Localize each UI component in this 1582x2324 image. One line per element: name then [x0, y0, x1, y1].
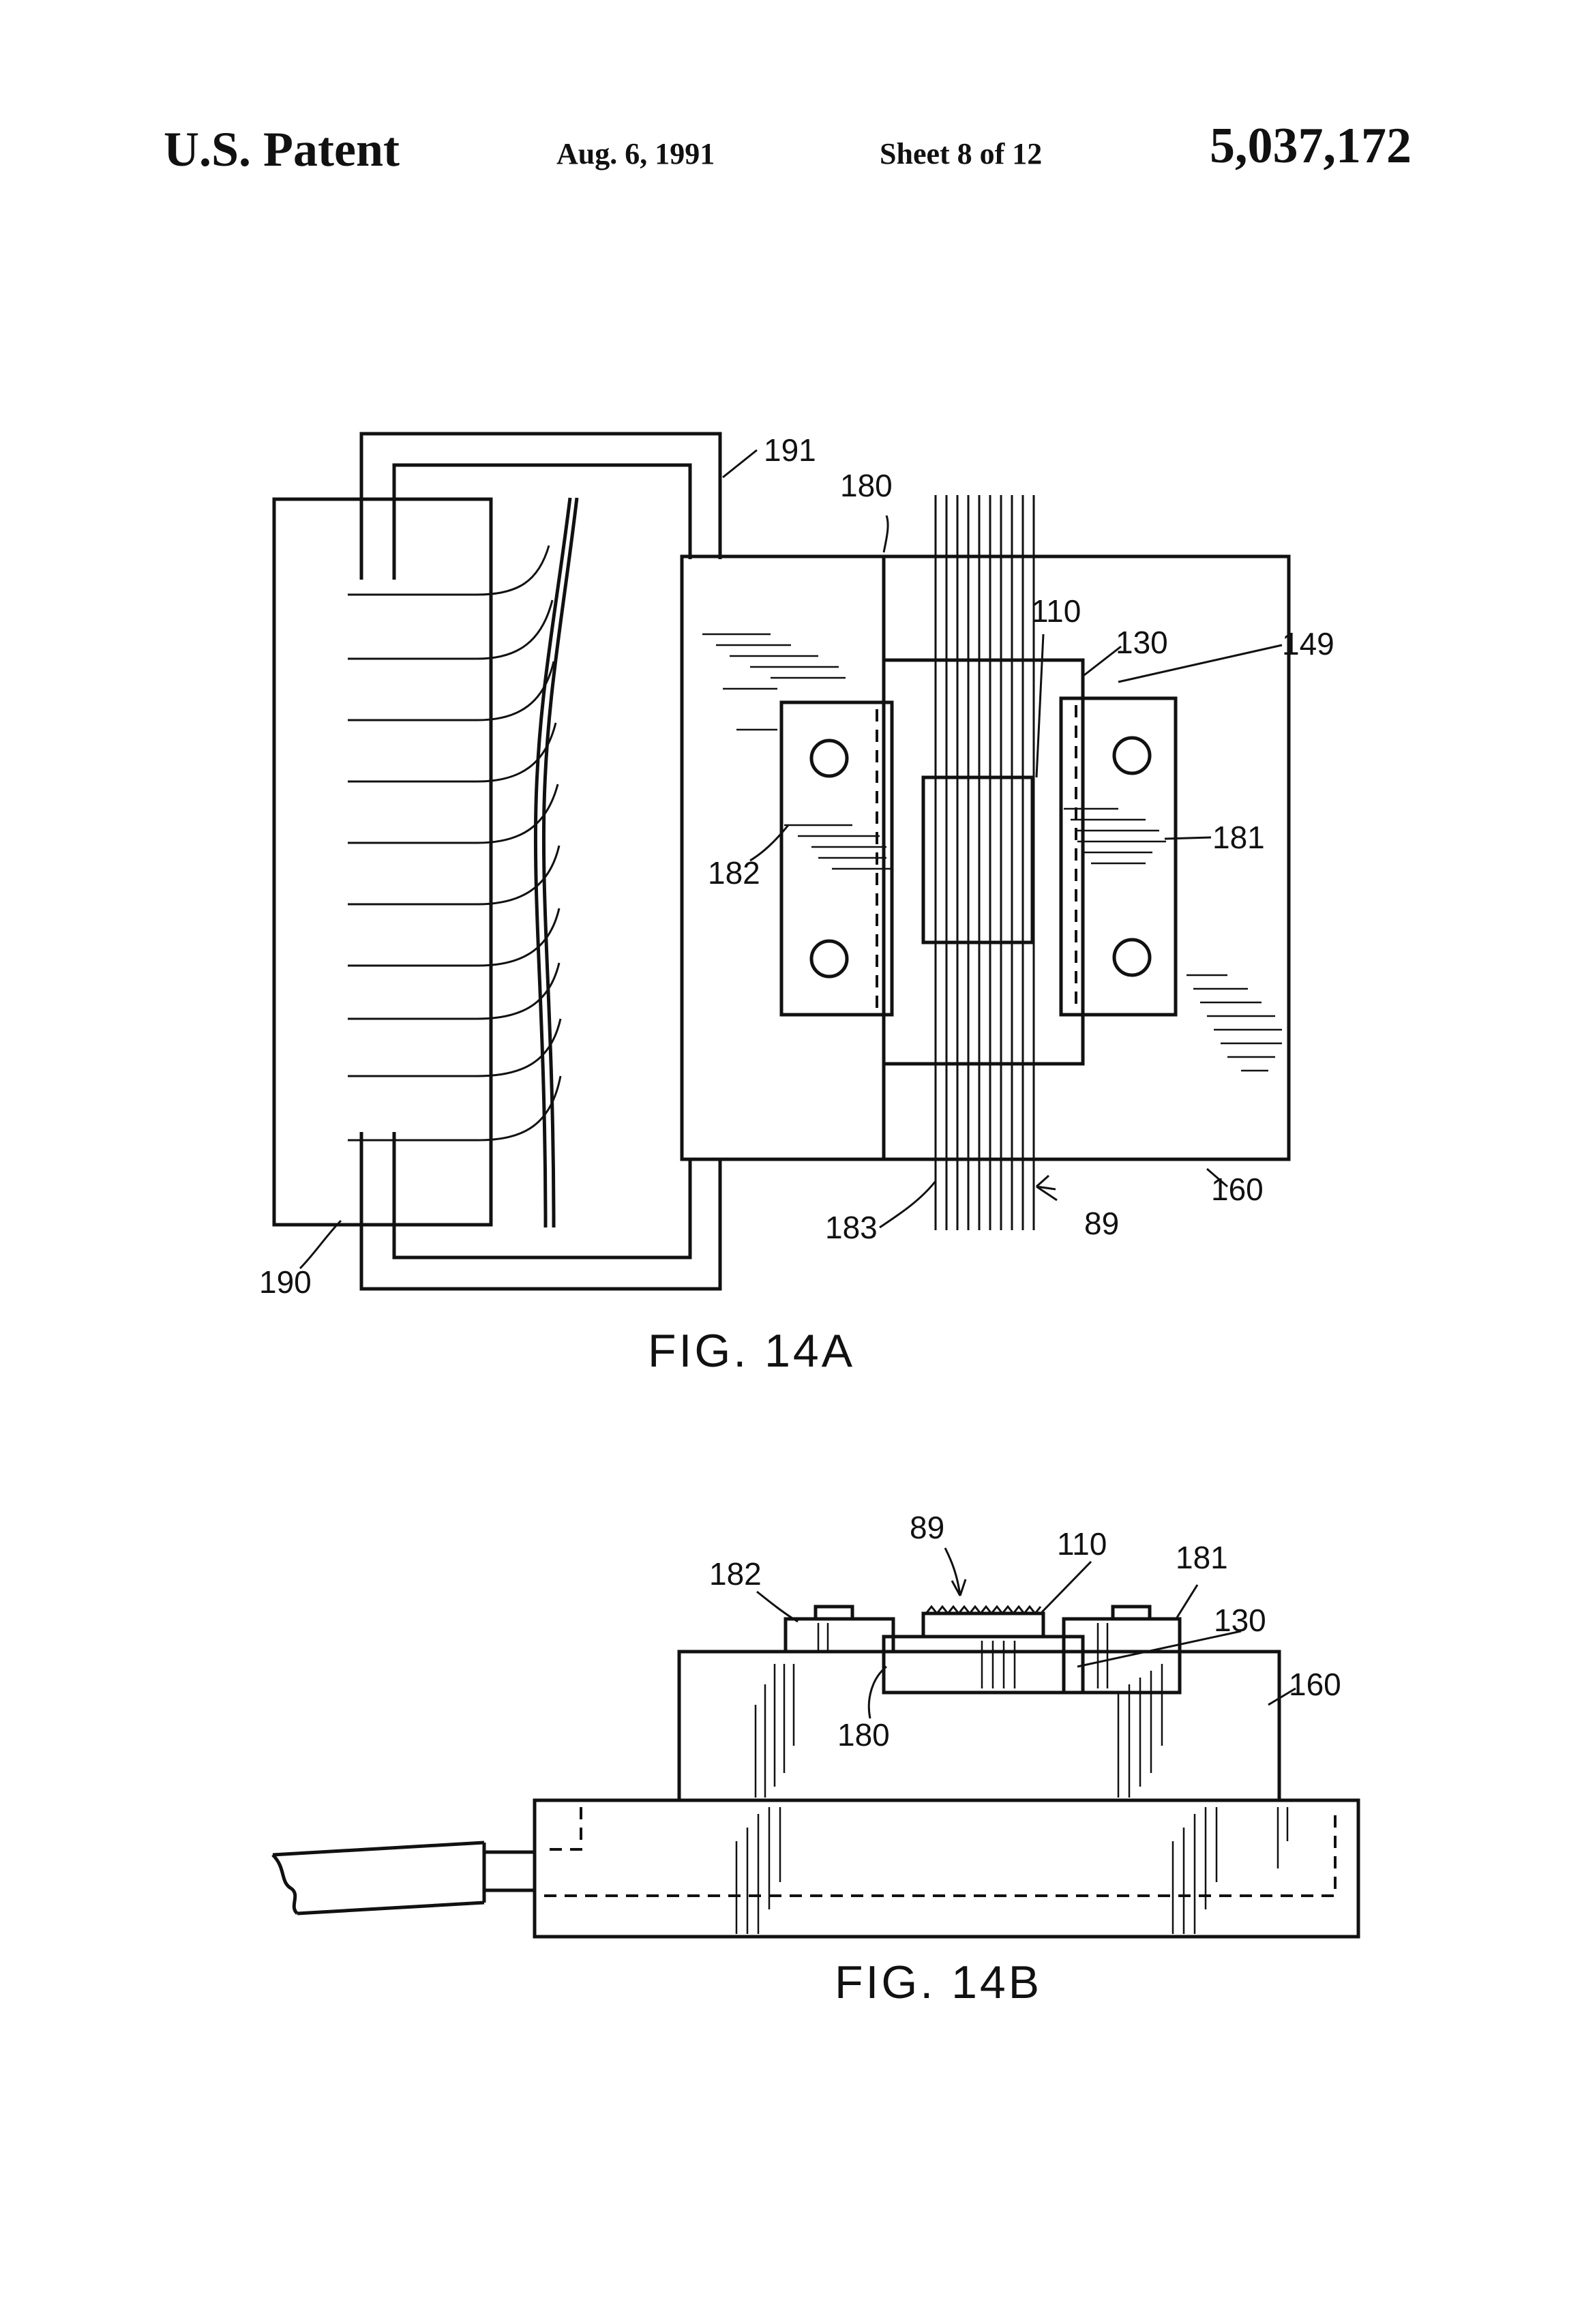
label-180: 180 [840, 468, 893, 503]
hidden-edge [543, 1807, 581, 1849]
frame-191 [361, 434, 720, 1289]
label-130: 130 [1116, 625, 1168, 660]
label-160-side: 160 [1289, 1667, 1341, 1702]
figure-caption-14a: FIG. 14A [648, 1325, 855, 1377]
label-110: 110 [1031, 593, 1081, 629]
label-130-side: 130 [1214, 1603, 1266, 1638]
label-180-side: 180 [837, 1717, 890, 1753]
label-149: 149 [1282, 626, 1334, 661]
chip-110-side [923, 1613, 1043, 1637]
cable [273, 1843, 535, 1913]
screw-head-icon [1113, 1607, 1150, 1619]
fiber-bundle-183 [936, 495, 1034, 1230]
connector-block-190 [274, 499, 491, 1225]
clamp-181 [1061, 698, 1176, 1015]
plate-130-side [884, 1637, 1083, 1693]
label-183: 183 [825, 1210, 878, 1245]
figure-14b: 89 110 182 181 130 160 180 FIG. 14B [273, 1510, 1358, 2008]
label-181-side: 181 [1176, 1540, 1228, 1575]
label-181: 181 [1212, 820, 1265, 855]
label-110-side: 110 [1057, 1526, 1107, 1562]
figure-14a: 191 180 110 130 149 182 181 160 183 89 1… [259, 432, 1334, 1377]
shading-hatch [702, 634, 1282, 1071]
label-160: 160 [1211, 1172, 1264, 1207]
base-block-160 [682, 556, 1289, 1159]
connector-wires [348, 498, 577, 1227]
screw-hole-icon [1114, 940, 1150, 975]
base-block-160-side [679, 1652, 1279, 1800]
figure-caption-14b: FIG. 14B [835, 1956, 1042, 2008]
screw-hole-icon [811, 741, 847, 776]
label-190: 190 [259, 1264, 312, 1300]
label-182-side: 182 [709, 1556, 762, 1592]
label-89-side: 89 [910, 1510, 944, 1545]
screw-hole-icon [1114, 738, 1150, 773]
screw-hole-icon [811, 941, 847, 977]
label-89: 89 [1084, 1206, 1119, 1241]
label-182: 182 [708, 855, 760, 891]
chip-110 [923, 777, 1032, 942]
label-191: 191 [764, 432, 816, 468]
leader-lines [300, 450, 1282, 1268]
housing [535, 1800, 1358, 1937]
screw-head-icon [816, 1607, 852, 1619]
plate-130 [884, 660, 1083, 1064]
clamp-182-side [786, 1607, 893, 1652]
shading-hatch-side [736, 1623, 1287, 1934]
